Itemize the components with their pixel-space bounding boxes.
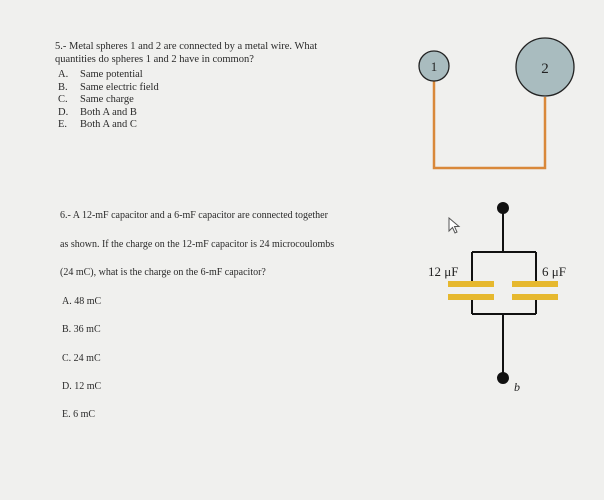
capacitor-6-plate-bottom [512,294,558,300]
capacitor-plates [448,281,558,300]
question-5-option-b: B. Same electric field [55,82,365,95]
question-6-line-1: 6.- A 12-mF capacitor and a 6-mF capacit… [60,210,328,221]
sphere-2 [515,37,575,97]
capacitor-12-label: 12 μF [428,264,458,279]
option-text: Same potential [80,69,143,80]
question-6-option-e: E. 6 mC [62,409,96,420]
question-6-option-c: C. 24 mC [62,353,101,364]
question-6-line-2: as shown. If the charge on the 12-mF cap… [60,239,335,250]
question-5-option-d: D. Both A and B [55,107,365,120]
question-5-stem-line-2: quantities do spheres 1 and 2 have in co… [55,54,254,65]
connecting-wire [432,80,547,170]
capacitor-12-plate-top [448,281,494,287]
option-letter: D. [58,106,69,118]
question-6-line-3: (24 mC), what is the charge on the 6-mF … [60,267,266,278]
question-6-option-b: B. 36 mC [62,324,101,335]
capacitor-circuit [471,202,537,384]
capacitor-6-plate-top [512,281,558,287]
option-letter: C. [58,94,68,105]
question-6-option-a: A. 48 mC [62,296,102,307]
option-letter: A. [58,69,69,80]
question-5-option-e: E. Both A and C [55,119,365,132]
question-5-stem: 5.- Metal spheres 1 and 2 are connected … [55,40,365,66]
mouse-cursor-icon [448,217,461,234]
sphere-1 [418,50,450,82]
sphere-1-label: 1 [431,59,438,74]
option-text: Both A and B [80,106,137,118]
sphere-2-label: 2 [541,61,549,77]
spheres-diagram: 1 2 [418,37,575,170]
question-6-option-d: D. 12 mC [62,381,102,392]
option-letter: E. [58,119,68,130]
capacitor-6-label: 6 μF [542,264,566,279]
terminal-b-label: b [514,380,520,394]
question-5-stem-line-1: 5.- Metal spheres 1 and 2 are connected … [55,41,318,52]
wire-upper-legs [471,252,537,284]
option-text: Both A and C [80,119,137,130]
option-letter: B. [58,81,68,93]
question-5: 5.- Metal spheres 1 and 2 are connected … [55,40,365,132]
question-5-option-c: C. Same charge [55,94,365,107]
option-text: Same electric field [80,81,159,93]
terminal-b [497,372,509,384]
option-text: Same charge [80,94,134,105]
question-5-option-a: A. Same potential [55,69,365,82]
capacitor-12-plate-bottom [448,294,494,300]
